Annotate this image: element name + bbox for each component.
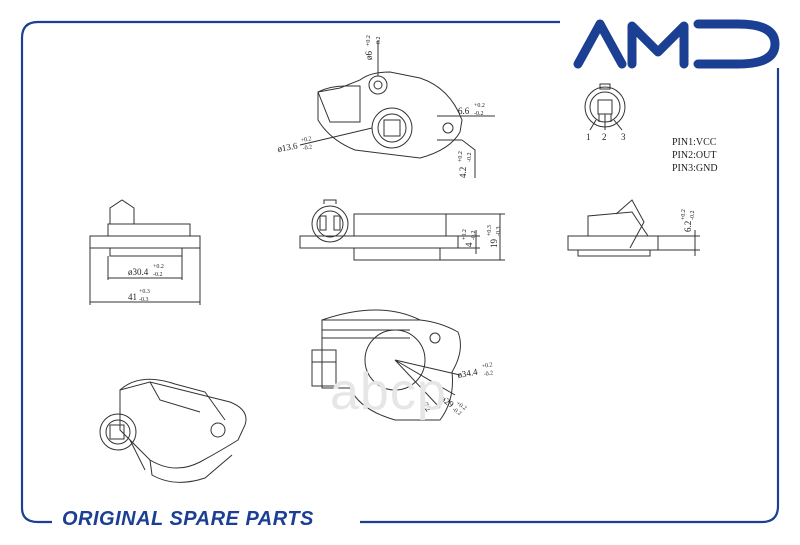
dim-side-thk: 6.2 xyxy=(683,221,693,232)
dim-bore-dia: ø13.6 xyxy=(277,141,299,154)
dim-hole-tol-dn: -0.2 xyxy=(376,37,382,47)
dim-hole-dia: ø6 xyxy=(364,51,374,61)
dim-base-width: ø30.4 xyxy=(128,267,149,277)
pin-legend-1: PIN1:VCC xyxy=(672,137,717,148)
dim-base-tol-up: +0.2 xyxy=(153,264,164,270)
pin-legend-2: PIN2:OUT xyxy=(672,150,717,161)
dim-offset-tol-up: +0.2 xyxy=(458,151,464,162)
dim-overall-tol-up: +0.3 xyxy=(139,289,150,295)
dim-flange-thk: 4 xyxy=(464,242,474,247)
dim-offset: 4.2 xyxy=(458,167,468,178)
dim-arc-r-tol-up: +0.2 xyxy=(455,401,467,412)
dim-arc-r-tol-dn: -0.2 xyxy=(451,407,462,417)
connector-detail xyxy=(584,83,626,131)
pin-label-3: 3 xyxy=(621,132,626,142)
pin-label-2: 2 xyxy=(602,132,607,142)
svg-text:ø6: ø6 xyxy=(364,51,374,61)
dim-height: 19 xyxy=(489,239,499,249)
dim-tab-tol-dn: -0.2 xyxy=(474,111,484,117)
dim-bore-tol-up: +0.2 xyxy=(300,136,312,144)
pin-legend: PIN1:VCC PIN2:OUT PIN3:GND xyxy=(672,136,718,175)
right-side-view xyxy=(567,199,700,257)
dim-height-tol-dn: -0.3 xyxy=(496,227,502,237)
bottom-section-view xyxy=(311,309,461,421)
center-side-view xyxy=(299,199,505,261)
pin-label-1: 1 xyxy=(586,132,591,142)
dim-overall-width: 41 xyxy=(128,292,137,302)
pin-legend-3: PIN3:GND xyxy=(672,163,718,174)
dim-bore-tol-dn: -0.2 xyxy=(302,144,312,152)
dim-flange-tol-dn: -0.2 xyxy=(471,231,477,241)
dim-radius-tol-dn: -0.2 xyxy=(483,370,493,378)
dim-offset-tol-dn: -0.2 xyxy=(467,153,473,163)
dim-side-tol-up: +0.2 xyxy=(681,209,687,220)
dim-radius-tol-up: +0.2 xyxy=(481,362,493,370)
left-side-view xyxy=(89,199,201,305)
dim-overall-tol-dn: -0.3 xyxy=(139,297,149,303)
dim-side-tol-dn: -0.2 xyxy=(690,211,696,221)
dim-base-tol-dn: -0.2 xyxy=(153,272,163,278)
dim-height-tol-up: +0.3 xyxy=(487,225,493,236)
dim-hole-tol-up: +0.2 xyxy=(366,35,372,46)
dim-radius: ø34.4 xyxy=(457,367,479,380)
footer-tagline: ORIGINAL SPARE PARTS xyxy=(62,508,314,530)
amd-logo xyxy=(573,19,780,69)
watermark: abcp xyxy=(330,363,447,421)
top-view xyxy=(299,40,495,178)
dim-tab-width: 6.6 xyxy=(458,106,470,116)
dim-flange-tol-up: +0.2 xyxy=(462,229,468,240)
dim-tab-tol-up: +0.2 xyxy=(474,103,485,109)
isometric-view xyxy=(99,378,247,483)
